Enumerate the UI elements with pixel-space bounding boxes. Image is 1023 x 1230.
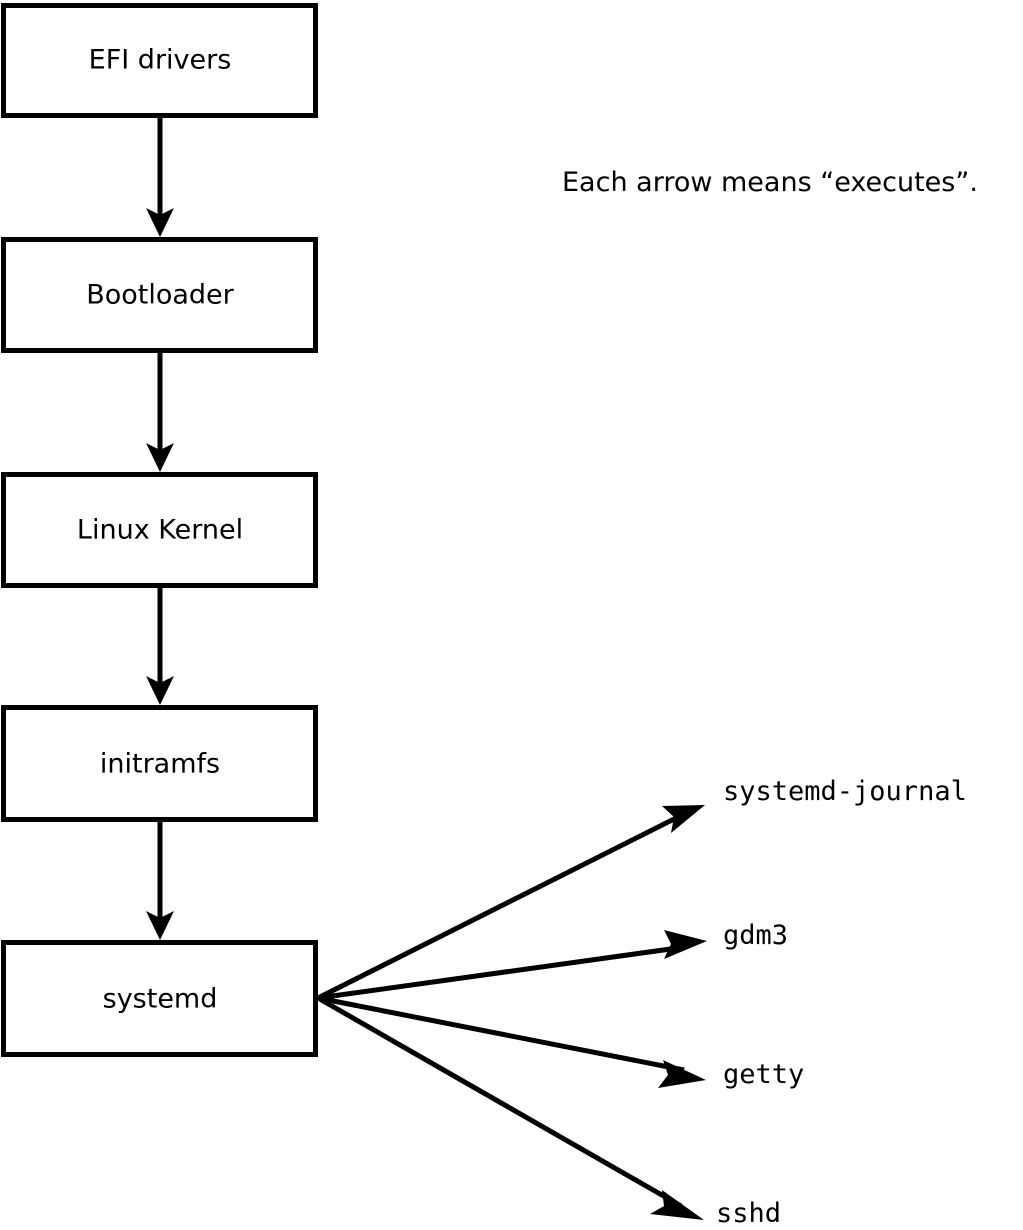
- fan-arrow-sshd: [316, 995, 704, 1220]
- fan-arrow-line: [317, 944, 686, 1001]
- chain-arrow-efi-to-bootloader: [146, 118, 174, 237]
- node-bootloader[interactable]: Bootloader: [1, 237, 318, 353]
- service-label-systemd-journal: systemd-journal: [723, 776, 967, 807]
- arrow-head-icon: [664, 930, 707, 959]
- arrow-head-icon: [662, 805, 705, 833]
- node-label: Linux Kernel: [77, 515, 243, 546]
- node-box-rect: [1, 3, 318, 118]
- node-box-rect: [1, 705, 318, 822]
- arrow-head-down-icon: [146, 676, 174, 705]
- service-label-getty: getty: [723, 1059, 804, 1090]
- arrow-head-down-icon: [146, 911, 174, 940]
- node-label: initramfs: [100, 749, 220, 780]
- fan-arrow-getty: [317, 995, 706, 1088]
- node-box-rect: [1, 940, 318, 1057]
- service-label-sshd: sshd: [716, 1198, 781, 1229]
- node-box-rect: [1, 472, 318, 588]
- node-linux-kernel[interactable]: Linux Kernel: [1, 472, 318, 588]
- arrow-head-down-icon: [146, 208, 174, 237]
- chain-arrow-initramfs-to-systemd: [146, 822, 174, 940]
- node-systemd[interactable]: systemd: [1, 940, 318, 1057]
- diagram-caption: Each arrow means “executes”.: [562, 167, 978, 198]
- node-efi-drivers[interactable]: EFI drivers: [1, 3, 318, 118]
- fan-arrow-gdm3: [317, 930, 707, 1001]
- fan-arrow-line: [317, 995, 685, 1073]
- arrow-head-icon: [650, 1190, 704, 1220]
- node-initramfs[interactable]: initramfs: [1, 705, 318, 822]
- node-label: EFI drivers: [89, 45, 232, 76]
- fan-arrow-line: [316, 811, 686, 1001]
- node-label: Bootloader: [86, 280, 234, 311]
- fan-arrow-line: [316, 995, 683, 1209]
- node-box-rect: [1, 237, 318, 353]
- service-label-gdm3: gdm3: [723, 920, 788, 951]
- chain-arrow-bootloader-to-kernel: [146, 353, 174, 472]
- chain-arrow-kernel-to-initramfs: [146, 588, 174, 705]
- node-label: systemd: [103, 984, 218, 1015]
- arrow-head-icon: [658, 1060, 706, 1088]
- arrow-head-down-icon: [146, 443, 174, 472]
- fan-arrow-systemd-journal: [316, 805, 705, 1001]
